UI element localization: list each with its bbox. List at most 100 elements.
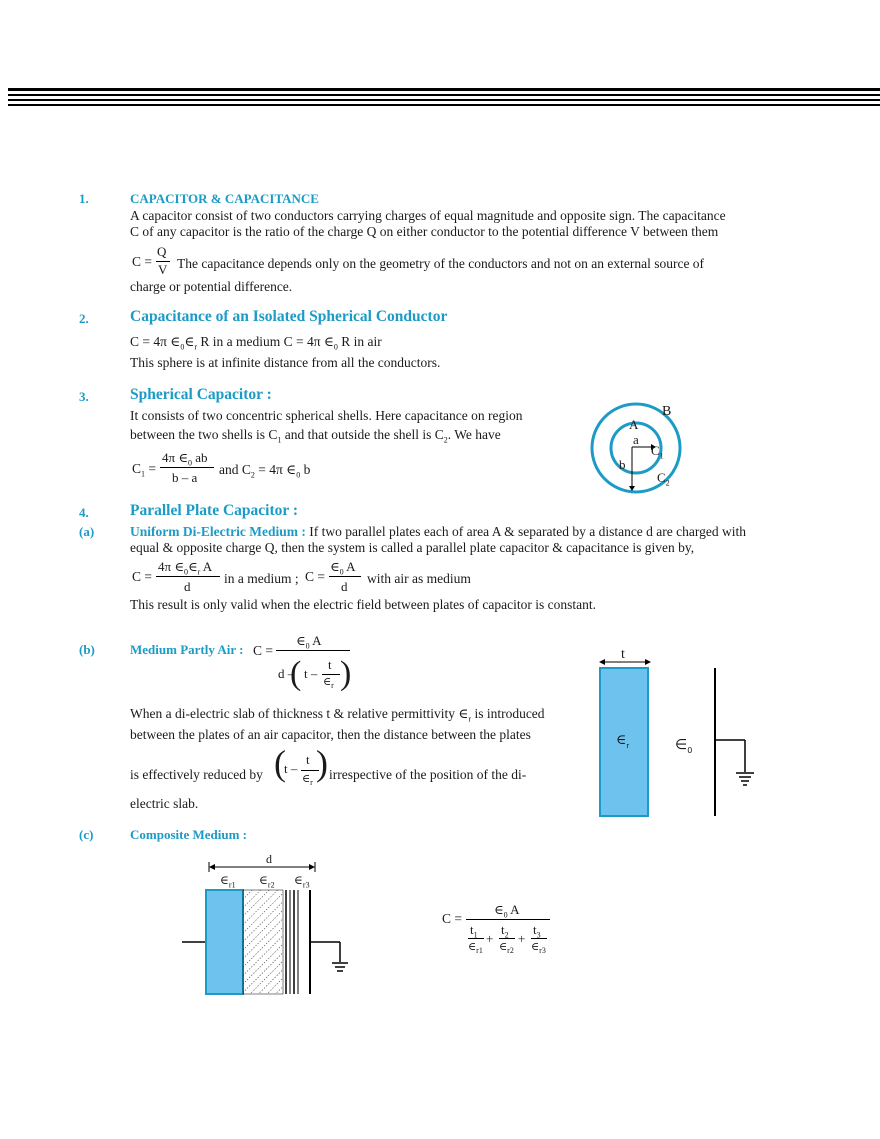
frac-line — [329, 576, 361, 577]
part-a-number: (a) — [79, 524, 95, 539]
sub-r: r — [310, 778, 313, 788]
part-b-title: Medium Partly Air : — [130, 642, 244, 657]
section-4-title: Parallel Plate Capacitor : — [130, 502, 299, 519]
section-2-number: 2. — [79, 311, 89, 326]
text-part: and C — [219, 462, 251, 477]
sub-three: 3 — [541, 946, 546, 956]
epsilon-symbol: ∈ — [184, 334, 195, 349]
t2-line — [499, 938, 515, 939]
slab-2-hatched — [242, 889, 284, 995]
c-equals-label: C = — [442, 911, 462, 926]
part-b-line-4: electric slab. — [130, 796, 199, 811]
sub-r: r — [197, 567, 201, 577]
text-part: ∈ — [296, 633, 306, 648]
sub-zero: 0 — [183, 567, 188, 577]
t2: t2 — [501, 922, 509, 940]
frac-line — [276, 650, 350, 651]
fig-label-d: d — [266, 852, 272, 866]
sub-r3: r3 — [539, 946, 546, 956]
with-air-label: with air as medium — [367, 571, 471, 586]
medium-capacitance-fraction: 4π ∈0∈r A d — [156, 559, 220, 595]
fig-label-B: B — [662, 404, 672, 419]
sub-three: 3 — [536, 930, 541, 940]
section-1-para-line-1: A capacitor consist of two conductors ca… — [130, 208, 726, 223]
text-part: A — [200, 559, 213, 574]
part-a-line-2: equal & opposite charge Q, then the syst… — [130, 540, 695, 555]
sub-two: 2 — [270, 880, 275, 890]
sub-one: 1 — [231, 880, 236, 890]
sub-r1: r1 — [228, 880, 236, 890]
part-a-line-1: Uniform Di-Electric Medium : If two para… — [130, 524, 746, 540]
sub-two: 2 — [665, 478, 670, 488]
fig-label-er3: ∈r3 — [294, 872, 310, 893]
text-part: ∈ — [468, 941, 477, 953]
text-part: A — [343, 559, 356, 574]
denominator-t: t – — [304, 666, 318, 681]
sub-two: 2 — [504, 930, 509, 940]
part-b-line-3b: irrespective of the position of the di- — [329, 767, 527, 782]
sub-zero: 0 — [333, 342, 338, 352]
frac-numerator: ∈0 A — [296, 633, 322, 651]
partly-air-fraction: ∈0 A d – ( t – t ∈r ) — [276, 633, 352, 695]
text-part: ∈ — [531, 941, 540, 953]
inner-numerator: t — [306, 752, 310, 767]
c-equals-label: C = — [305, 569, 325, 584]
c-equals-label: C = — [132, 569, 152, 584]
fig-label-e0: ∈0 — [675, 737, 692, 759]
fig-label-C2: C2 — [657, 470, 670, 492]
fig-label-er: ∈r — [616, 733, 629, 754]
sub-r2: r2 — [267, 880, 275, 890]
sub-r2: r2 — [507, 946, 514, 956]
part-a-line-3: This result is only valid when the elect… — [130, 597, 596, 612]
fig-label-er2: ∈r2 — [259, 872, 275, 893]
sub-one: 1 — [277, 435, 282, 445]
inner-denominator: ∈r — [323, 675, 334, 690]
section-1-para-line-4: charge or potential difference. — [130, 279, 293, 294]
sub-r: r — [331, 681, 334, 691]
text-part: t — [470, 922, 474, 937]
c1-fraction: 4π ∈0 ab b – a — [160, 450, 214, 486]
text-part: = 4π ∈ — [254, 462, 297, 477]
right-paren: ) — [316, 743, 328, 783]
inner-shell — [609, 421, 663, 475]
inner-denominator: ∈r — [302, 772, 313, 787]
text-part: 4π ∈ — [158, 559, 184, 574]
text-part: ∈ — [499, 941, 508, 953]
section-3-para-line-2: between the two shells is C1 and that ou… — [130, 427, 501, 449]
sub-r: r — [468, 714, 472, 724]
sub-zero: 0 — [305, 641, 310, 651]
c1-label: C1 = — [132, 461, 157, 479]
text-part: ∈ — [330, 559, 340, 574]
air-capacitance-fraction: ∈0 A d — [329, 559, 361, 595]
right-paren: ) — [340, 655, 352, 692]
formula-part-b: R in a medium C = 4π ∈ — [200, 334, 334, 349]
frac-line — [156, 261, 170, 262]
sub-r3: r3 — [302, 880, 310, 890]
section-3-title: Spherical Capacitor : — [130, 386, 272, 403]
reduction-expression: ( t – t ∈r ) — [274, 743, 328, 794]
plus-sign: + — [486, 931, 494, 946]
sub-one: 1 — [141, 469, 146, 479]
part-c-title: Composite Medium : — [130, 827, 247, 842]
sub-r: r — [626, 740, 630, 750]
c-symbol: C — [132, 461, 142, 476]
part-b-line-3a: is effectively reduced by — [130, 767, 263, 782]
sphere-capacitance-formula: C = 4π ∈0∈r R in a medium C = 4π ∈0 R in… — [130, 334, 382, 356]
text-part: ∈ — [259, 873, 268, 887]
left-paren: ( — [290, 655, 302, 692]
text-part: and that outside the shell is C — [281, 427, 444, 442]
text-part: C — [657, 470, 666, 485]
sub-r: r — [194, 342, 197, 352]
in-a-medium-label: in a medium ; — [224, 571, 299, 586]
c-equals-label: C = — [253, 643, 273, 658]
t3-line — [531, 938, 547, 939]
arrow-head-icon — [599, 659, 605, 665]
sub-two: 2 — [509, 946, 514, 956]
header-rule-2 — [8, 94, 880, 96]
text-part: C — [651, 443, 660, 458]
e-r2: ∈r2 — [499, 940, 514, 955]
partly-air-figure — [599, 659, 754, 817]
arrow-head-icon — [309, 864, 315, 870]
t1: t1 — [470, 922, 478, 940]
fig-label-b: b — [619, 457, 626, 472]
